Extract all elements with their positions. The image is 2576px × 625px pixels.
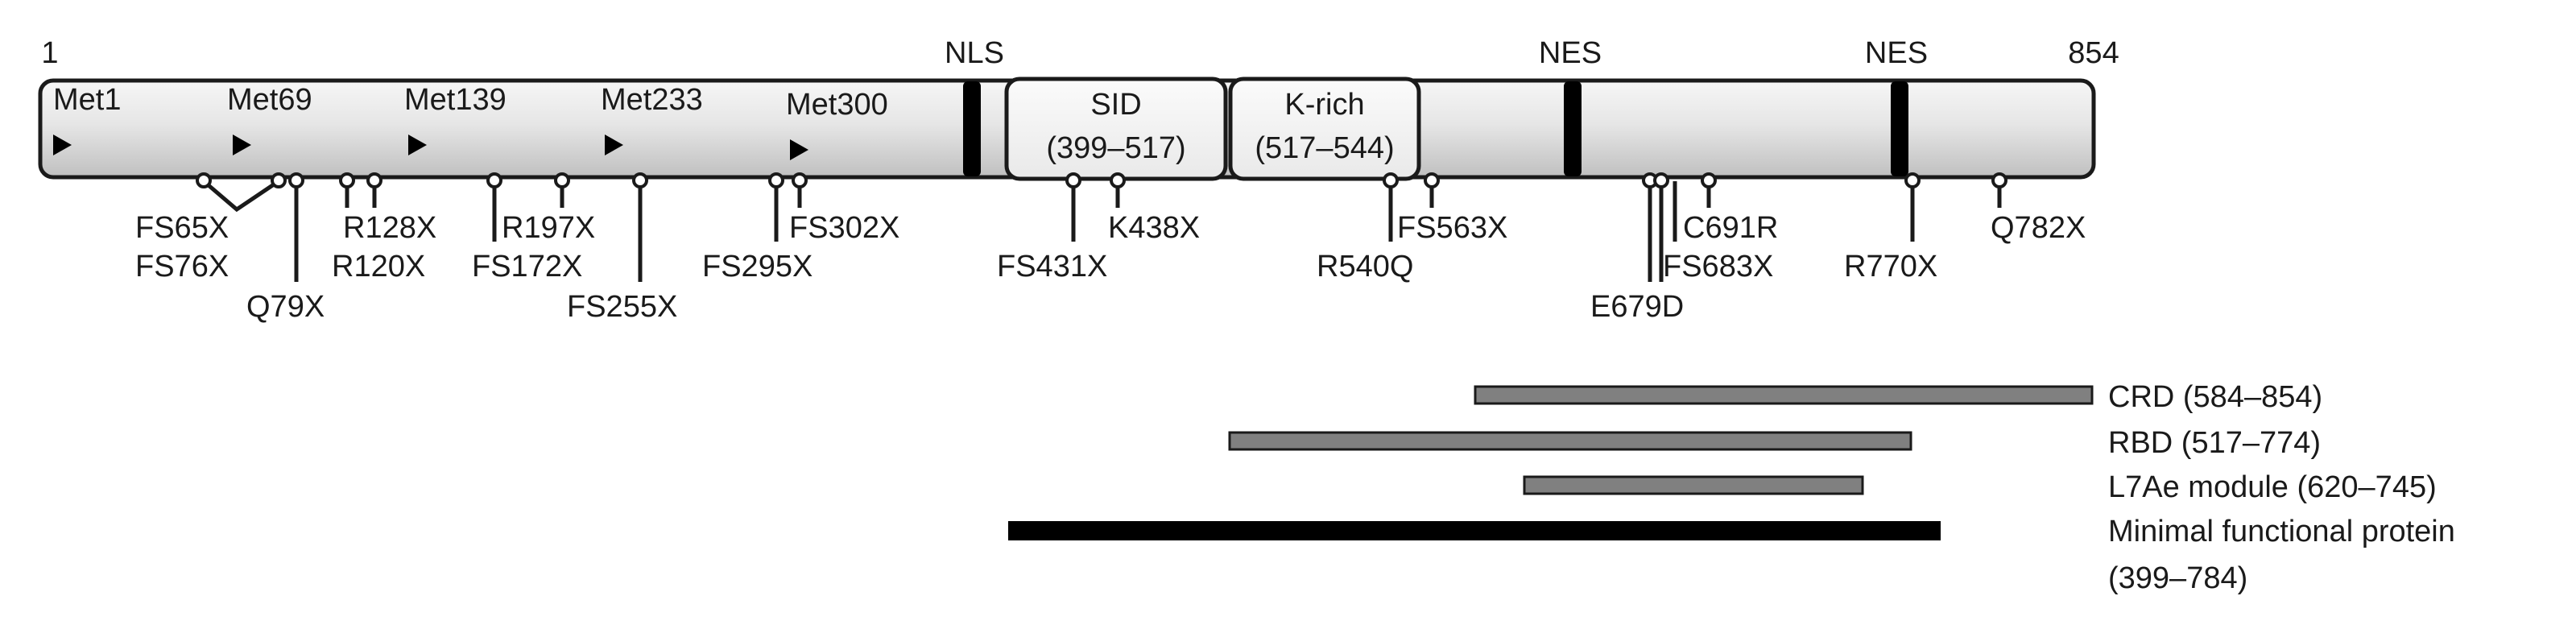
mutation-label: FS295X [702,250,812,284]
k-rich-domain-box [1228,77,1421,181]
met69-label: Met69 [227,83,312,117]
l7ae-fragment-bar [1523,475,1864,495]
met233-arrow-icon [605,135,623,155]
mutation-marker [554,172,570,188]
nes-mark-2 [1891,81,1908,176]
met1-label: Met1 [53,83,121,117]
met139-arrow-icon [408,135,427,155]
start-position-label: 1 [41,36,58,70]
mutation-marker [1383,172,1399,188]
mutation-marker [1991,172,2007,188]
end-position-label: 854 [2068,36,2119,70]
mutation-marker [1701,172,1717,188]
met300-arrow-icon [790,139,808,160]
mutation-markers [196,172,2007,188]
mutation-label: FS683X [1663,250,1773,284]
mutation-marker [1424,172,1440,188]
crd-fragment-label: CRD (584–854) [2108,380,2322,414]
mutation-marker [366,172,382,188]
mutation-marker [486,172,502,188]
met139-label: Met139 [404,83,507,117]
mutation-label: R120X [332,250,425,284]
mutation-label: C691R [1683,211,1778,245]
mutation-marker [1110,172,1126,188]
mutation-label: FS302X [789,211,899,245]
rbd-fragment-bar [1228,431,1912,451]
mutation-label: FS172X [472,250,582,284]
mutation-label: K438X [1108,211,1200,245]
mutation-label: R770X [1844,250,1937,284]
nes-mark-1 [1564,81,1582,176]
rbd-fragment-label: RBD (517–774) [2108,426,2321,460]
minimal-protein-fragment-label: Minimal functional protein [2108,515,2455,548]
mutation-marker [792,172,808,188]
mutation-marker [1065,172,1081,188]
met233-label: Met233 [601,83,703,117]
mutation-label: R197X [502,211,595,245]
mutation-label: E679D [1590,290,1684,324]
mutation-marker [768,172,784,188]
minimal-protein-fragment-bar [1008,521,1941,540]
mutation-marker [288,172,304,188]
sid-domain-range: (399–517) [1046,131,1185,165]
met300-label: Met300 [786,88,888,122]
k-rich-domain-name: K-rich [1284,88,1364,122]
mutation-marker [339,172,355,188]
mutation-marker [271,172,287,188]
mutation-label: R128X [343,211,436,245]
mutation-label: FS65X [135,211,229,245]
mutation-marker [632,172,648,188]
mutation-label: FS255X [567,290,677,324]
nls-label: NLS [945,36,1004,70]
met69-arrow-icon [233,135,251,155]
mutation-label: Q79X [246,290,325,324]
mutation-marker [196,172,212,188]
mutation-label: FS76X [135,250,229,284]
mutation-marker [1653,172,1669,188]
mutation-label: Q782X [1991,211,2086,245]
k-rich-domain-range: (517–544) [1255,131,1394,165]
crd-fragment-bar [1474,385,2094,405]
mutation-label: R540Q [1317,250,1413,284]
mutation-label: FS563X [1397,211,1507,245]
l7ae-fragment-label: L7Ae module (620–745) [2108,470,2437,504]
nes-label-1: NES [1539,36,1602,70]
met1-arrow-icon [53,135,72,155]
mutation-marker [1904,172,1921,188]
minimal-protein-fragment-range: (399–784) [2108,561,2247,595]
sid-domain-name: SID [1090,88,1141,122]
nes-label-2: NES [1865,36,1928,70]
mutation-label: FS431X [997,250,1107,284]
nls-mark [963,81,981,176]
